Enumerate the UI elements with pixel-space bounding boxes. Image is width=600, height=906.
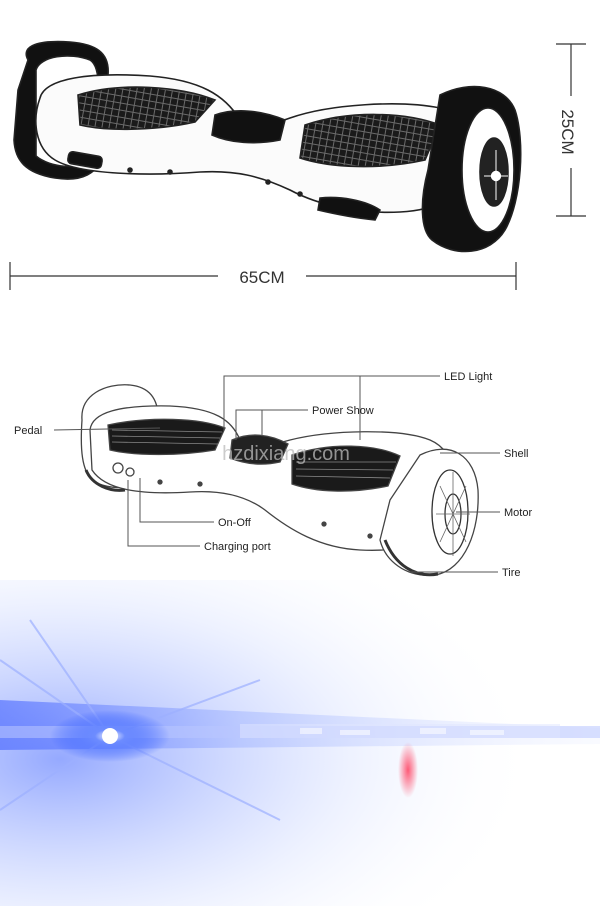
side-right-pedal [291,445,401,492]
callout-tire: Tire [502,567,521,579]
callout-charging-port: Charging port [204,541,271,553]
watermark-text: hzdixiang.com [222,443,350,465]
callout-led-light: LED Light [444,371,492,383]
right-light-slot [317,196,382,221]
hoverboard-side-view [80,384,479,577]
callout-motor: Motor [504,507,532,519]
right-wheel [421,85,522,253]
center-joint [211,110,286,144]
side-right-wheel [379,448,479,576]
hoverboard-sketch [13,40,522,253]
callout-shell: Shell [504,448,528,460]
right-pedal [299,113,442,168]
left-light-slot [67,150,103,170]
length-label: 65CM [239,268,284,287]
callout-pedal: Pedal [14,425,42,437]
callout-power-show: Power Show [312,405,374,417]
length-dimension [9,262,517,290]
callout-lines [53,375,500,573]
height-dimension [556,43,586,217]
callout-on-off: On-Off [218,517,252,529]
left-pedal [77,86,217,131]
light-beam-decoration [0,580,600,906]
height-label: 25CM [558,109,577,154]
